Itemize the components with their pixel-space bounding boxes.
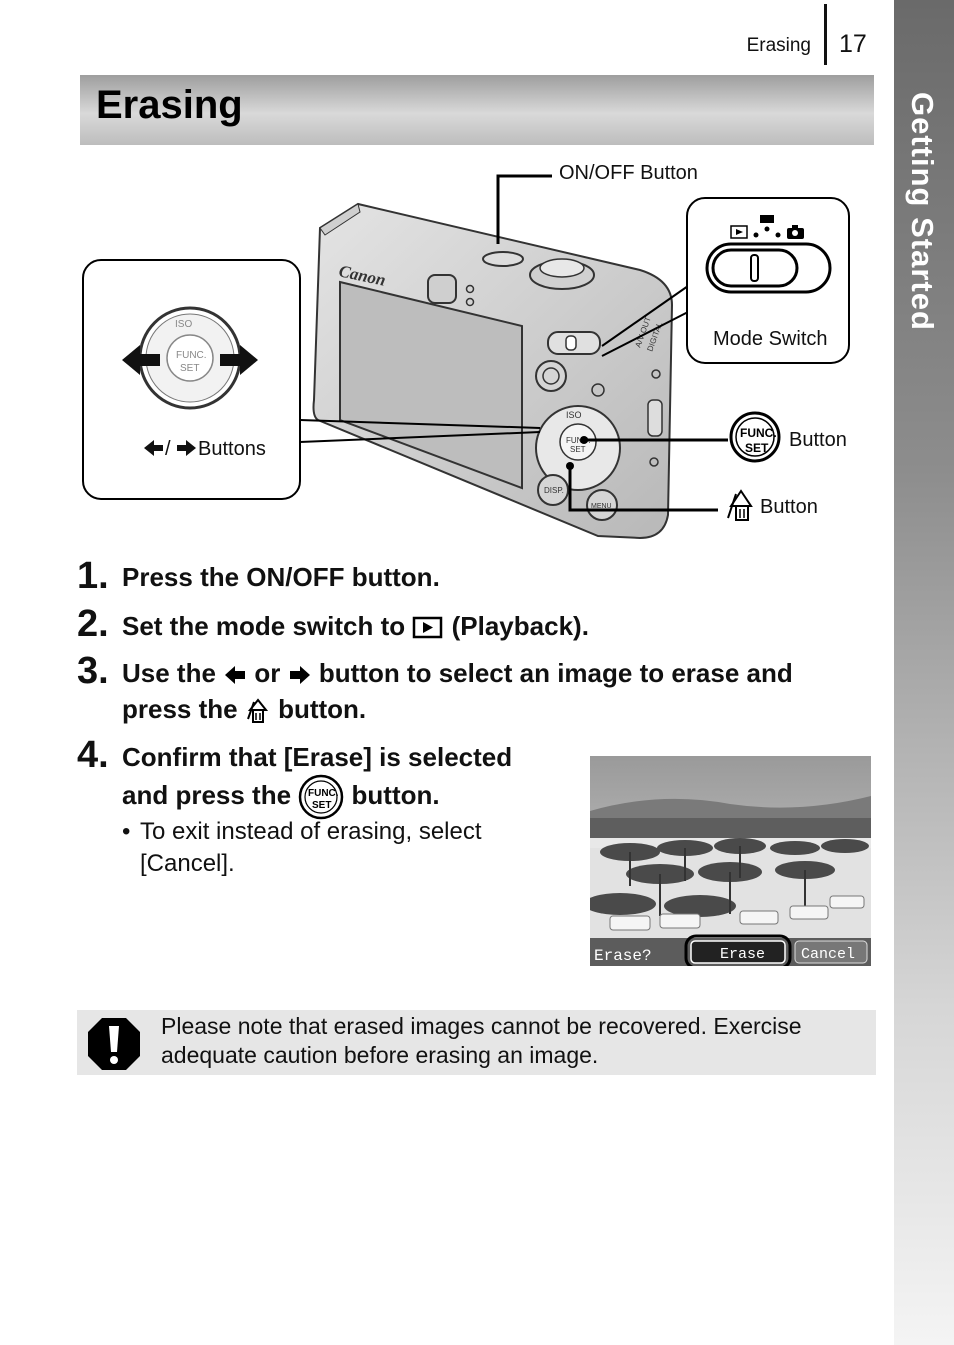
svg-text:DISP.: DISP. — [544, 486, 564, 495]
power-button — [482, 251, 524, 267]
header-divider — [824, 4, 827, 65]
left-arrow-icon — [144, 440, 163, 456]
trash-icon — [246, 698, 268, 724]
step-4-bullet-dot: • — [122, 818, 131, 845]
arrow-buttons-label: Buttons — [198, 438, 266, 460]
lcd-erase-screen-photo: Erase? Erase Cancel — [590, 756, 871, 966]
svg-text:FUNC.: FUNC. — [308, 788, 339, 799]
trash-icon — [727, 489, 753, 521]
viewfinder — [427, 274, 457, 304]
running-header-section: Erasing — [746, 35, 811, 56]
step-3-text-line-2: press the button. — [122, 694, 367, 724]
step-3-text-line-1: Use the or button to select an image to … — [122, 658, 793, 688]
caution-text: Please note that erased images cannot be… — [161, 1013, 802, 1068]
left-arrow-icon — [122, 345, 160, 375]
erase-option — [690, 940, 786, 964]
func-set-icon: FUNC. SET — [299, 774, 344, 820]
svg-text:SET: SET — [570, 445, 586, 454]
right-arrow-icon — [289, 666, 310, 685]
svg-text:FUNC.: FUNC. — [740, 426, 777, 440]
playback-icon — [730, 225, 748, 239]
step-3-number: 3. — [77, 650, 109, 692]
svg-text:MENU: MENU — [591, 503, 612, 510]
caution-icon — [88, 1018, 140, 1070]
step-4-text-line-1: Confirm that [Erase] is selected — [122, 742, 513, 772]
onoff-button-label: ON/OFF Button — [559, 162, 698, 184]
title-banner: Erasing — [80, 75, 874, 145]
svg-text:SET: SET — [180, 363, 199, 374]
lcd-screen — [339, 280, 523, 490]
svg-text:Erase: Erase — [720, 946, 765, 963]
erase-button-label: Button — [760, 496, 818, 518]
side-tab-label: Getting Started — [905, 92, 940, 331]
side-tab: Getting Started — [894, 0, 954, 1345]
cancel-option — [794, 940, 868, 964]
svg-text:FUNC.: FUNC. — [566, 436, 590, 445]
svg-text:ISO: ISO — [175, 319, 192, 330]
right-arrow-icon — [220, 345, 258, 375]
menu-button — [586, 489, 618, 521]
mode-switch-label: Mode Switch — [713, 328, 828, 350]
right-arrow-icon — [177, 440, 196, 456]
svg-text:SET: SET — [745, 441, 769, 455]
func-set-button-label: Button — [789, 429, 847, 451]
svg-text:Cancel: Cancel — [801, 946, 855, 963]
step-1-text: Press the ON/OFF button. — [122, 562, 440, 592]
arrow-slash: / — [165, 438, 171, 460]
svg-text:ISO: ISO — [566, 410, 582, 420]
caution-box: Please note that erased images cannot be… — [77, 1010, 876, 1075]
step-4-text-line-2: and press the FUNC. SET button. — [122, 774, 440, 820]
step-1-number: 1. — [77, 555, 109, 597]
left-arrow-icon — [225, 666, 246, 685]
svg-text:SET: SET — [312, 800, 331, 811]
erase-prompt: Erase? — [594, 947, 652, 965]
step-2-number: 2. — [77, 603, 109, 645]
page-title: Erasing — [96, 83, 243, 127]
step-4-number: 4. — [77, 734, 109, 776]
disp-button — [537, 474, 569, 506]
page-number: 17 — [839, 30, 867, 58]
svg-text:FUNC.: FUNC. — [176, 350, 207, 361]
playback-icon — [413, 616, 443, 639]
movie-icon — [753, 215, 781, 238]
camera-diagram: Canon FUNC. SET ISO DISP. MENU A/V OUT D… — [82, 174, 850, 540]
func-set-icon: FUNC. SET — [729, 411, 781, 463]
step-4-bullet-text: To exit instead of erasing, select [Canc… — [140, 818, 482, 877]
step-2-text: Set the mode switch to (Playback). — [122, 611, 589, 641]
camera-icon — [787, 225, 804, 239]
